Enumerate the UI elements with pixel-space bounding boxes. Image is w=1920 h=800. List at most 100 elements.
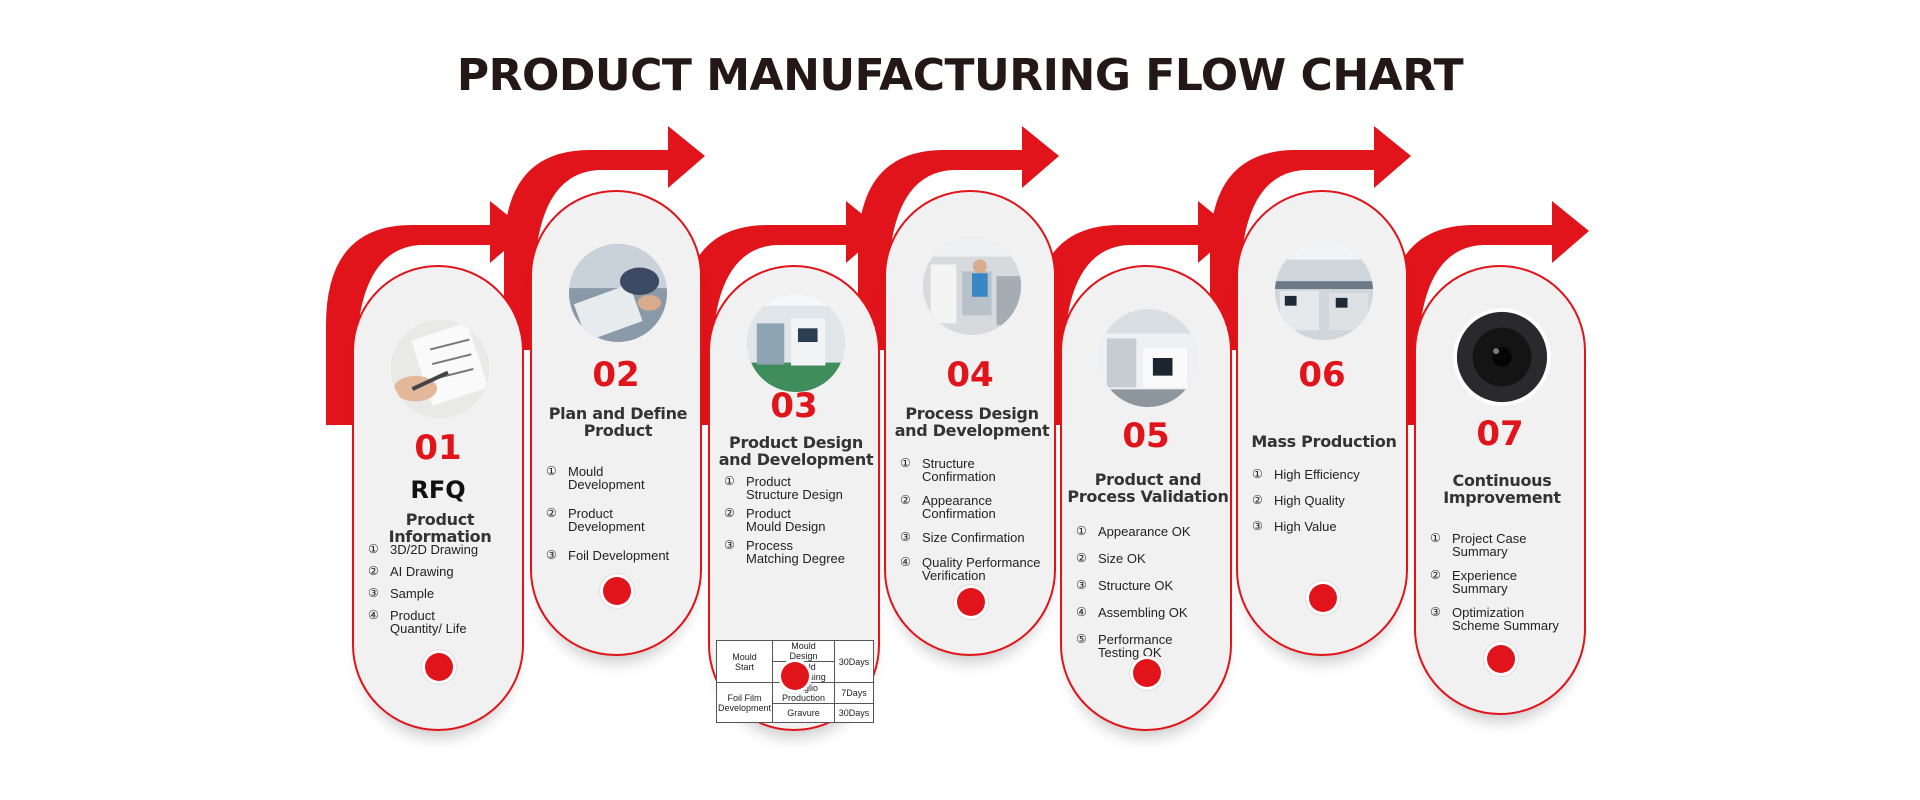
item-marker: ③ (1252, 519, 1263, 533)
item-text: Matching Degree (746, 551, 845, 566)
schedule-text: 30Days (838, 708, 870, 718)
item-text: Mould Design (746, 519, 826, 534)
item-marker: ② (368, 564, 379, 578)
schedule-text: Start (735, 661, 755, 672)
flow-arrow-5 (1034, 201, 1235, 425)
item-text: Development (568, 519, 645, 534)
step-heading: Mass Production (1242, 433, 1406, 450)
item-text: Performance (1098, 632, 1173, 647)
page-title: PRODUCT MANUFACTURING FLOW CHART (456, 50, 1464, 101)
step-heading-line: Process Design (905, 404, 1039, 423)
schedule-text: Production (782, 693, 826, 703)
item-text: Development (568, 477, 645, 492)
item-marker: ④ (900, 555, 911, 569)
table-row: Gravure 30Days (717, 703, 874, 723)
item-text: Project Case (1452, 531, 1527, 546)
flow-arrow-3 (682, 201, 883, 425)
step-number: 05 (1122, 416, 1170, 456)
schedule-text: Mould (732, 651, 757, 662)
item-marker: ④ (1076, 605, 1087, 619)
item-text: Assembling OK (1098, 605, 1188, 620)
schedule-text: Gravure (787, 708, 820, 718)
schedule-text: Design (789, 651, 818, 661)
lab-photo (1099, 309, 1197, 407)
schedule-text: Development (718, 702, 772, 713)
step-heading-line: Product Information (388, 510, 492, 546)
step-dot (1309, 584, 1337, 612)
item-text: Mould (568, 464, 604, 479)
item-marker: ② (1252, 493, 1263, 507)
step-heading-line: Continuous (1452, 471, 1552, 490)
item-text: Size OK (1098, 551, 1146, 566)
item-text: Testing OK (1098, 645, 1162, 660)
step-dot (1487, 645, 1515, 673)
item-text: Structure Design (746, 487, 843, 502)
item-text: Product (568, 506, 613, 521)
step-number: 01 (414, 428, 462, 468)
item-text: Structure (922, 456, 975, 471)
item-text: Quantity/ Life (390, 621, 467, 636)
schedule-text: Foil Film (727, 692, 762, 703)
item-text: Product (390, 608, 435, 623)
item-text: Scheme Summary (1452, 618, 1559, 633)
item-text: Verification (922, 568, 986, 583)
laptop-photo (569, 244, 667, 342)
list-item: ② AI Drawing (368, 564, 520, 579)
item-marker: ② (546, 506, 557, 520)
flow-arrow-7 (1388, 201, 1589, 425)
item-text: Structure OK (1098, 578, 1174, 593)
item-text: Size Confirmation (922, 530, 1025, 545)
drawing-photo (391, 320, 489, 418)
step-subtitle: RFQ (410, 476, 466, 504)
list-item: ③ Sample (368, 586, 520, 601)
schedule-text: 7Days (841, 688, 867, 698)
step-number: 02 (592, 355, 640, 395)
item-text: Appearance OK (1098, 524, 1191, 539)
step-number: 03 (770, 386, 818, 426)
item-marker: ⑤ (1076, 632, 1087, 646)
item-marker: ③ (368, 586, 379, 600)
item-marker: ② (900, 493, 911, 507)
item-marker: ② (724, 506, 735, 520)
step-dot (425, 653, 453, 681)
item-text: Experience (1452, 568, 1518, 583)
item-marker: ② (1076, 551, 1087, 565)
item-marker: ③ (724, 538, 735, 552)
item-marker: ① (724, 474, 735, 488)
item-text: Process (746, 538, 793, 553)
item-text: AI Drawing (390, 564, 454, 579)
item-text: Sample (390, 586, 435, 601)
item-marker: ① (1430, 531, 1441, 545)
step-heading-line: Process Validation (1067, 487, 1229, 506)
lens-photo (1453, 308, 1551, 406)
item-text: Summary (1452, 544, 1508, 559)
step-heading-line: Product and (1094, 470, 1202, 489)
item-text: Confirmation (922, 469, 996, 484)
